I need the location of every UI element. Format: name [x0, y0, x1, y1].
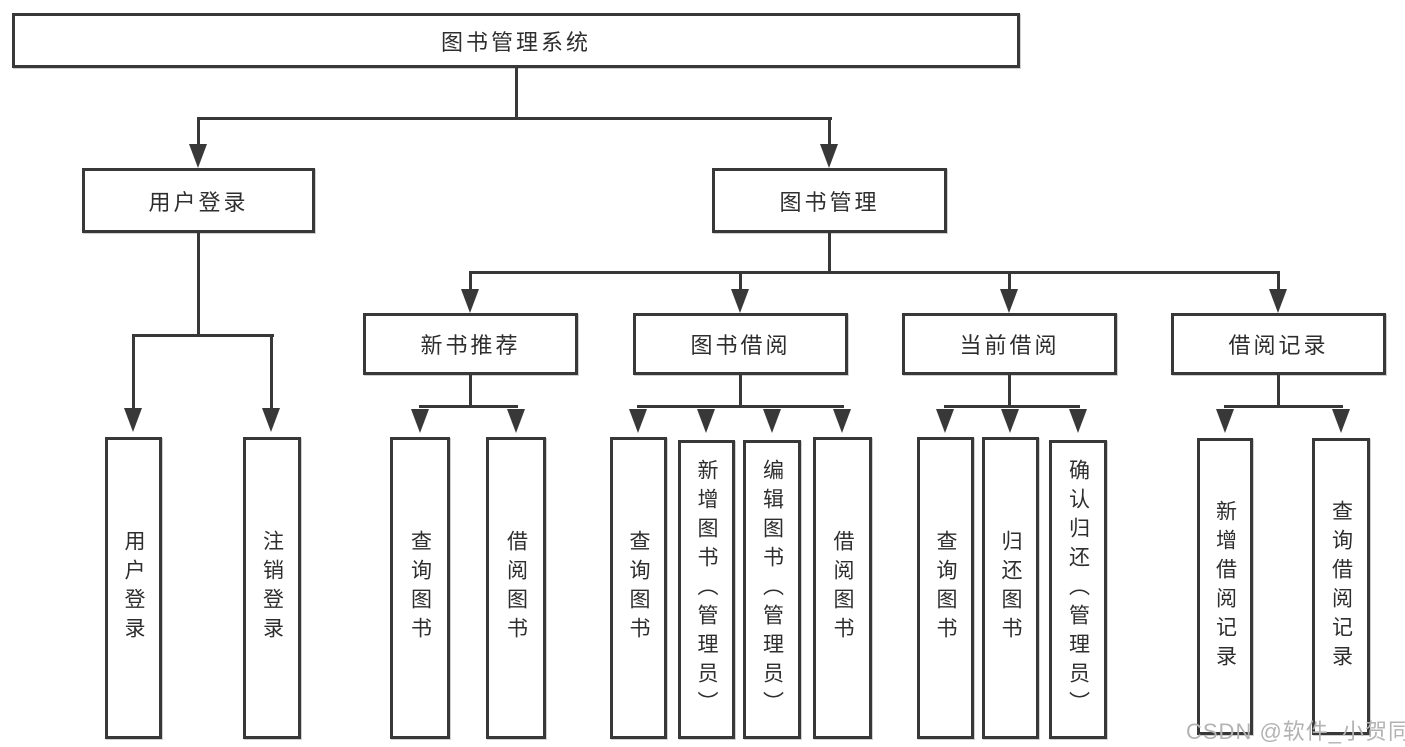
arrow-down-icon	[124, 408, 142, 432]
connector-line	[469, 271, 1280, 274]
arrow-down-icon	[763, 409, 781, 433]
arrow-down-icon	[461, 289, 479, 313]
node-new-book-recommend: 新书推荐	[363, 313, 578, 375]
connector-line	[132, 334, 135, 408]
connector-line	[828, 233, 831, 273]
connector-line	[944, 405, 1080, 408]
arrow-down-icon	[507, 409, 525, 433]
node-borrow-book-recommend: 借阅图书	[486, 437, 546, 739]
arrow-down-icon	[1216, 409, 1234, 433]
connector-line	[197, 117, 200, 147]
node-user-login-leaf: 用户登录	[105, 437, 162, 739]
connector-line	[469, 375, 472, 407]
node-borrowing-records: 借阅记录	[1171, 313, 1386, 375]
node-query-book-borrowing: 查询图书	[610, 437, 667, 739]
connector-line	[637, 405, 844, 408]
node-book-borrowing: 图书借阅	[633, 313, 848, 375]
node-current-borrowing: 当前借阅	[902, 313, 1117, 375]
node-logout: 注销登录	[243, 437, 301, 739]
node-add-book-admin: 新增图书（管理员）	[678, 440, 735, 739]
arrow-down-icon	[262, 408, 280, 432]
connector-line	[828, 117, 831, 147]
arrow-down-icon	[1069, 409, 1087, 433]
node-query-borrow-record: 查询借阅记录	[1312, 438, 1370, 735]
connector-line	[132, 334, 274, 337]
arrow-down-icon	[1001, 409, 1019, 433]
connector-line	[1008, 375, 1011, 407]
arrow-down-icon	[1269, 289, 1287, 313]
arrow-down-icon	[697, 409, 715, 433]
arrow-down-icon	[820, 144, 838, 168]
connector-line	[1008, 271, 1011, 291]
node-library-management-system: 图书管理系统	[12, 13, 1020, 68]
arrow-down-icon	[189, 144, 207, 168]
arrow-down-icon	[629, 409, 647, 433]
node-book-management: 图书管理	[712, 168, 947, 233]
node-add-borrow-record: 新增借阅记录	[1197, 438, 1253, 735]
connector-line	[469, 271, 472, 291]
arrow-down-icon	[731, 289, 749, 313]
node-query-book-recommend: 查询图书	[390, 437, 450, 739]
connector-line	[197, 233, 200, 336]
csdn-watermark: CSDN @软件_小贺同学	[1186, 719, 1405, 744]
node-query-book-current: 查询图书	[917, 437, 974, 739]
node-borrow-book: 借阅图书	[813, 437, 872, 739]
connector-line	[1277, 375, 1280, 407]
connector-line	[739, 271, 742, 291]
connector-line	[270, 334, 273, 408]
connector-line	[419, 405, 518, 408]
arrow-down-icon	[411, 409, 429, 433]
node-user-login: 用户登录	[82, 168, 315, 233]
connector-line	[1224, 405, 1343, 408]
connector-line	[197, 117, 832, 120]
arrow-down-icon	[936, 409, 954, 433]
connector-line	[515, 68, 518, 119]
connector-line	[1277, 271, 1280, 291]
node-edit-book-admin: 编辑图书（管理员）	[743, 440, 801, 739]
arrow-down-icon	[1000, 289, 1018, 313]
arrow-down-icon	[1332, 409, 1350, 433]
connector-line	[739, 375, 742, 407]
node-return-book: 归还图书	[982, 437, 1039, 739]
node-confirm-return-admin: 确认归还（管理员）	[1049, 440, 1107, 739]
arrow-down-icon	[833, 409, 851, 433]
